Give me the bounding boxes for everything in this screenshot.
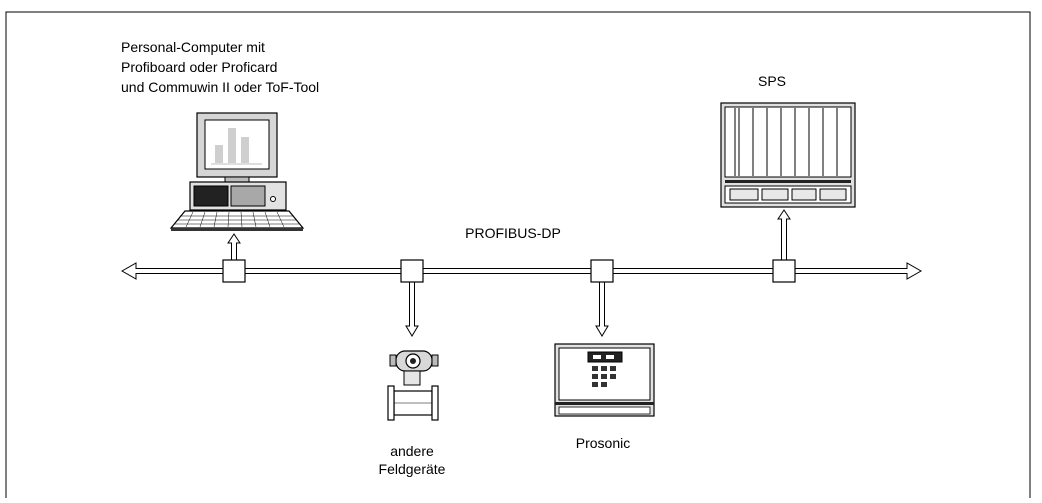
field-device-label-line-1: andere bbox=[390, 443, 434, 459]
bus-node-field-device bbox=[400, 259, 424, 283]
pc-label-line-2: Profiboard oder Proficard bbox=[121, 59, 277, 75]
pc-label: Personal-Computer mit Profiboard oder Pr… bbox=[121, 39, 319, 95]
pc-label-line-1: Personal-Computer mit bbox=[121, 39, 265, 55]
field-device-icon bbox=[387, 350, 439, 421]
prosonic-label: Prosonic bbox=[576, 435, 630, 451]
field-device-connector-arrow bbox=[405, 279, 419, 337]
sps-label: SPS bbox=[758, 73, 786, 89]
sps-connector-arrow bbox=[777, 209, 791, 263]
pc-connector-arrow bbox=[227, 233, 241, 263]
bus-node-sps bbox=[772, 259, 796, 283]
prosonic-connector-arrow bbox=[595, 279, 609, 337]
pc-label-line-3: und Commuwin II oder ToF-Tool bbox=[121, 79, 319, 95]
bus-node-prosonic bbox=[590, 259, 614, 283]
bus-label: PROFIBUS-DP bbox=[465, 225, 561, 241]
prosonic-icon bbox=[554, 343, 655, 417]
frame bbox=[5, 11, 1031, 498]
personal-computer-icon bbox=[169, 112, 305, 231]
sps-rack-icon bbox=[720, 102, 856, 208]
field-device-label-line-2: Feldgeräte bbox=[379, 461, 446, 477]
profibus-line bbox=[120, 262, 923, 280]
bus-node-pc bbox=[222, 259, 246, 283]
